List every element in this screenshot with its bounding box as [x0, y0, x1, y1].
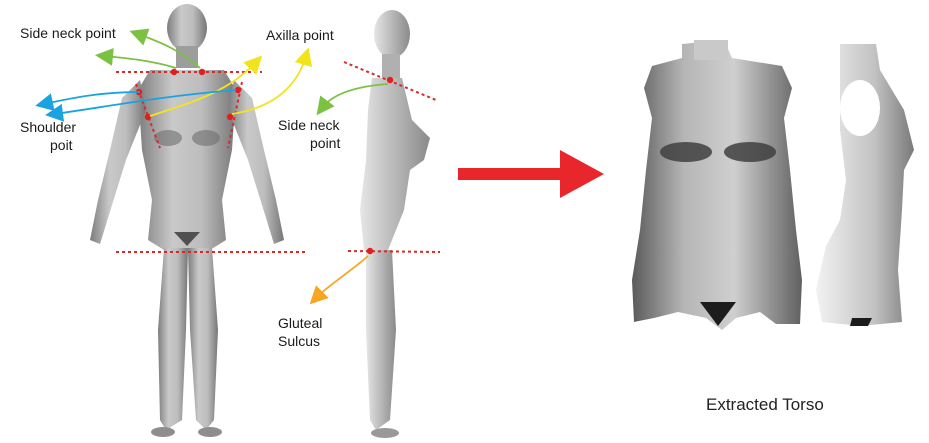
- extracted-torso-caption: Extracted Torso: [706, 395, 824, 414]
- axilla-label: Axilla point: [266, 27, 334, 43]
- side-neck-marker-left: [171, 69, 177, 75]
- shoulder-label-line1: Shoulder: [20, 119, 76, 135]
- front-body-figure: [90, 4, 284, 437]
- gluteal-label-line2: Sulcus: [278, 333, 320, 349]
- extracted-torso-front: [632, 40, 802, 330]
- shoulder-label-line2: poit: [50, 137, 73, 153]
- green-arrow-front-2: [104, 56, 176, 68]
- side-neck-label-side-line1: Side neck: [278, 117, 340, 133]
- gluteal-label-line1: Gluteal: [278, 315, 322, 331]
- side-neck-marker-side: [387, 77, 393, 83]
- side-neck-label-side-line2: point: [310, 135, 340, 151]
- gluteal-marker-side: [367, 248, 373, 254]
- transform-arrow: [458, 150, 604, 198]
- side-body-figure: [360, 10, 430, 438]
- orange-arrow: [316, 256, 368, 298]
- gluteal-guide-line-side: [348, 251, 440, 252]
- side-neck-label-front: Side neck point: [20, 25, 116, 41]
- axilla-marker-left: [145, 114, 151, 120]
- side-neck-marker-right: [199, 69, 205, 75]
- extracted-torso-side: [816, 44, 914, 326]
